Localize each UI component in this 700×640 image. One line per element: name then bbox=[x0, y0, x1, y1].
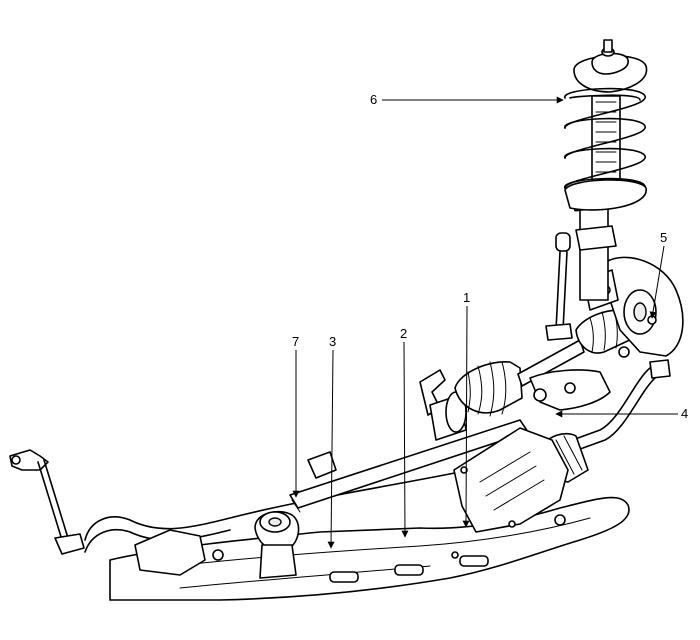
strut-assembly bbox=[564, 39, 648, 301]
heat-shield-plate bbox=[453, 427, 569, 533]
drive-shaft bbox=[454, 309, 635, 417]
callout-7: 7 bbox=[292, 334, 300, 498]
callout-5: 5 bbox=[649, 230, 667, 319]
callout-5-label: 5 bbox=[660, 230, 667, 245]
left-strut-mount bbox=[134, 511, 300, 579]
callout-2-label: 2 bbox=[400, 326, 407, 341]
callout-3: 3 bbox=[327, 334, 336, 549]
callout-5-leader bbox=[649, 245, 665, 319]
callout-2: 2 bbox=[400, 326, 409, 538]
callout-1-leader bbox=[462, 305, 470, 528]
callout-1-label: 1 bbox=[463, 290, 470, 305]
callout-4: 4 bbox=[555, 406, 688, 421]
callout-2-leader bbox=[401, 341, 409, 538]
stabilizer-link-right bbox=[545, 232, 573, 341]
steering-gear-tie-rod bbox=[289, 369, 529, 513]
callout-4-label: 4 bbox=[681, 406, 688, 421]
stabilizer-link-left bbox=[9, 449, 85, 555]
callout-6: 6 bbox=[370, 92, 564, 107]
callout-1: 1 bbox=[462, 290, 470, 528]
lower-arm bbox=[529, 369, 611, 411]
callout-7-label: 7 bbox=[292, 334, 299, 349]
callout-6-label: 6 bbox=[370, 92, 377, 107]
callout-3-label: 3 bbox=[329, 334, 336, 349]
callout-3-leader bbox=[327, 349, 335, 549]
